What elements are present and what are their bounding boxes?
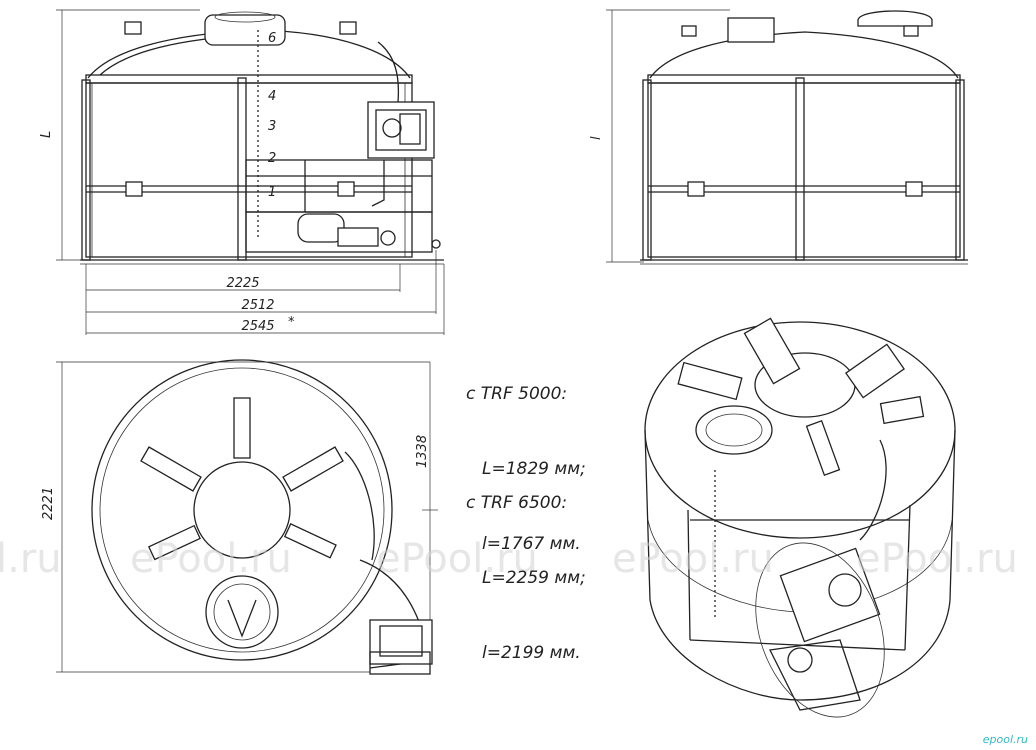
gauge-number: 6 (268, 31, 276, 46)
plan-view (56, 359, 438, 675)
dim-plan-height: 2221 (41, 487, 56, 520)
model-L-value: L=1829 мм; (482, 459, 586, 479)
watermark-text: ePool.ru (612, 536, 774, 582)
model-name: с TRF 6500: (466, 493, 568, 513)
dim-width-inner: 2225 (226, 276, 259, 291)
watermark-text: ePool.ru (376, 536, 538, 582)
dim-plan-half: 1338 (415, 435, 430, 468)
gauge-number: 3 (268, 119, 276, 134)
dim-width-outer-mark: * (288, 315, 295, 330)
model-l-value: l=2199 мм. (482, 643, 581, 663)
gauge-number: 2 (268, 151, 276, 166)
site-logo: epool.ru (982, 733, 1028, 746)
isometric-view (644, 317, 956, 718)
model-l-value: l=1767 мм. (482, 534, 581, 554)
gauge-number: 4 (268, 89, 276, 104)
front-view (56, 9, 445, 335)
model-name: с TRF 5000: (466, 384, 568, 404)
gauge-number: 1 (268, 185, 276, 200)
model-spec-block: с TRF 5000: L=1829 мм; l=1767 мм. (466, 332, 586, 582)
watermark-text: ePool.ru (130, 536, 292, 582)
model-L-value: L=2259 мм; (482, 568, 586, 588)
side-view (606, 9, 968, 265)
dim-width-mid: 2512 (241, 298, 274, 313)
dim-height-l: l (589, 136, 604, 140)
dim-height-L: L (39, 131, 54, 138)
model-spec-block: с TRF 6500: L=2259 мм; l=2199 мм. (466, 441, 586, 691)
dim-width-outer: 2545 (241, 319, 274, 334)
watermark-text: ePool.ru (856, 536, 1018, 582)
watermark-text: l.ru (0, 536, 62, 582)
